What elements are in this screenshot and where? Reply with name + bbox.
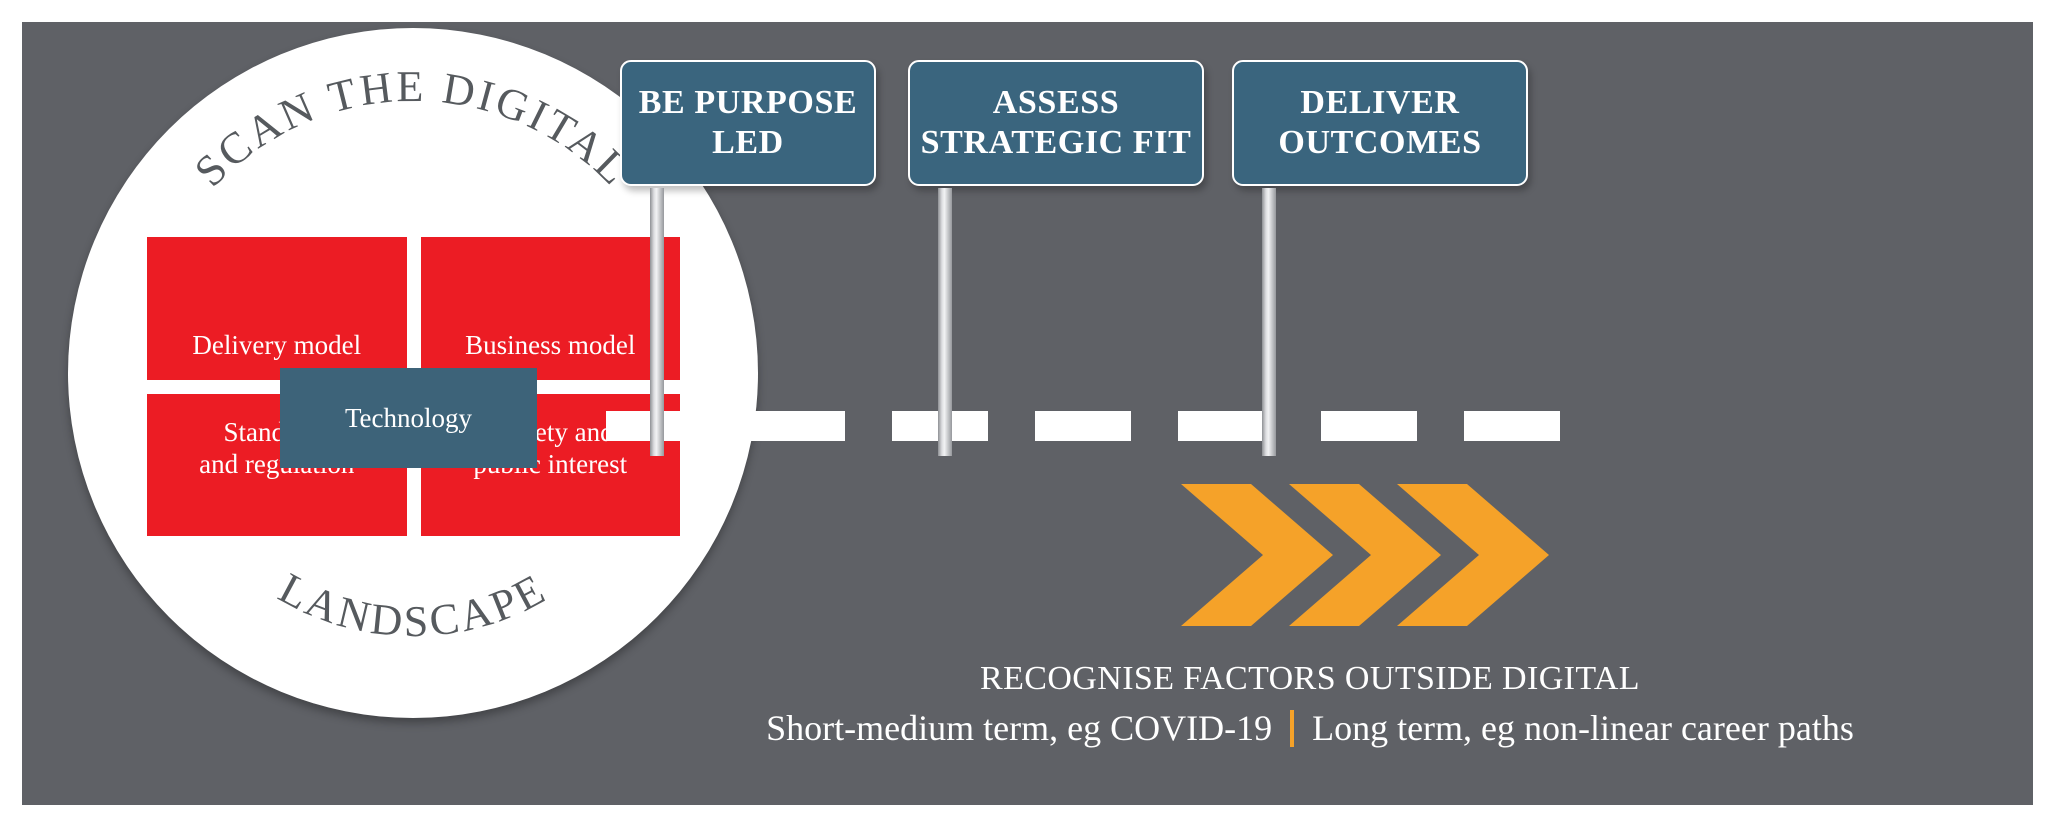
signpost-deliver-outcomes[interactable]: DELIVER OUTCOMES: [1232, 60, 1528, 456]
road-dash: [1178, 411, 1274, 441]
sign-label: ASSESS STRATEGIC FIT: [921, 83, 1192, 163]
sign-label-line1: ASSESS: [992, 84, 1120, 122]
quadrant-delivery-model: Delivery model: [147, 237, 407, 380]
signpost-be-purpose-led[interactable]: BE PURPOSE LED: [620, 60, 876, 456]
chevron-right-icon: [1397, 484, 1549, 626]
quadrant-label: Delivery model: [192, 329, 362, 360]
sign-board[interactable]: DELIVER OUTCOMES: [1232, 60, 1528, 186]
sign-label-line1: DELIVER: [1300, 84, 1460, 122]
sign-label-line2: LED: [712, 124, 784, 161]
arc-top-text: SCAN THE DIGITAL: [185, 62, 641, 196]
sign-board[interactable]: BE PURPOSE LED: [620, 60, 876, 186]
road-dash: [749, 411, 845, 441]
quadrant-label: Business model: [465, 329, 636, 360]
forward-chevrons: [1177, 480, 1557, 630]
caption-line-2: Short-medium term, eg COVID-19 Long term…: [587, 707, 2033, 749]
circle-arc-text: SCAN THE DIGITAL LANDSCAPE: [185, 62, 641, 647]
chevron-right-icon: [1181, 484, 1333, 626]
caption-line-1: RECOGNISE FACTORS OUTSIDE DIGITAL: [980, 660, 1640, 697]
road-dash: [1321, 411, 1417, 441]
caption-block: RECOGNISE FACTORS OUTSIDE DIGITAL Short-…: [22, 660, 2033, 749]
sign-label-line1: BE PURPOSE: [638, 84, 858, 122]
signpost-pole: [1262, 188, 1276, 456]
signpost-pole: [650, 188, 664, 456]
technology-label: Technology: [344, 402, 473, 433]
road-dash: [1464, 411, 1560, 441]
arc-bottom-textpath: LANDSCAPE: [271, 564, 552, 647]
road-dash: [1035, 411, 1131, 441]
technology-center-box: Technology: [280, 368, 537, 468]
sign-label: BE PURPOSE LED: [639, 83, 858, 163]
sign-label-line2: OUTCOMES: [1278, 124, 1482, 161]
chevron-group-svg: [1181, 484, 1549, 626]
chevron-right-icon: [1289, 484, 1441, 626]
sign-label: DELIVER OUTCOMES: [1278, 83, 1481, 163]
diagram-canvas: SCAN THE DIGITAL LANDSCAPE Delivery mode…: [22, 22, 2033, 805]
sign-board[interactable]: ASSESS STRATEGIC FIT: [908, 60, 1204, 186]
quadrant-business-model: Business model: [420, 237, 680, 380]
signpost-pole: [938, 188, 952, 456]
caption-long-term: Long term, eg non-linear career paths: [1312, 708, 1854, 748]
arc-bottom-text: LANDSCAPE: [271, 564, 555, 647]
sign-label-line2: STRATEGIC FIT: [920, 124, 1192, 161]
caption-divider: [1290, 709, 1295, 747]
signpost-assess-strategic-fit[interactable]: ASSESS STRATEGIC FIT: [908, 60, 1204, 456]
arc-top-textpath: SCAN THE DIGITAL: [185, 62, 638, 196]
caption-short-medium-term: Short-medium term, eg COVID-19: [766, 708, 1273, 748]
